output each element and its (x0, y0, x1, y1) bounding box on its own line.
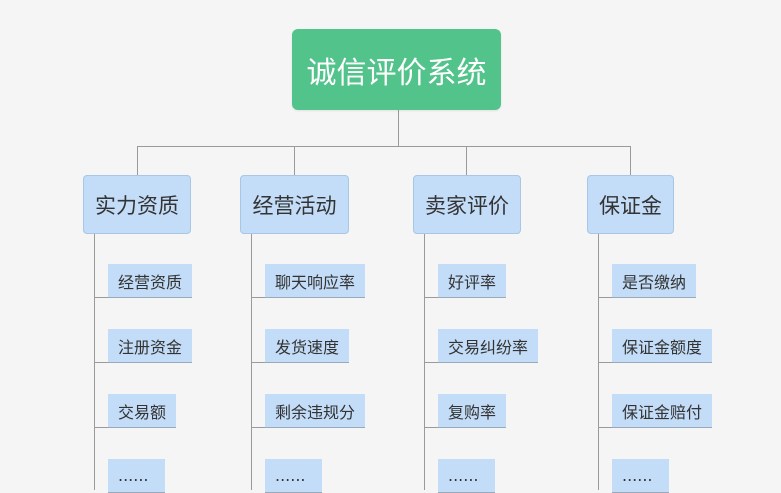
item-tick (94, 427, 108, 428)
item-tick (598, 362, 612, 363)
item-dispute-rate[interactable]: 交易纠纷率 (438, 329, 539, 363)
item-tick (598, 427, 612, 428)
branch-connector-1 (137, 146, 138, 175)
item-tick (251, 362, 265, 363)
item-business-qualification[interactable]: 经营资质 (108, 264, 193, 298)
category-node-operations[interactable]: 经营活动 (240, 175, 349, 234)
item-tick (251, 297, 265, 298)
item-more[interactable]: ...... (612, 459, 669, 493)
item-positive-rating[interactable]: 好评率 (438, 264, 507, 298)
branch-connector-4 (630, 146, 631, 175)
root-connector (398, 110, 399, 147)
root-node[interactable]: 诚信评价系统 (292, 29, 501, 110)
item-repurchase-rate[interactable]: 复购率 (438, 394, 507, 428)
item-tick (424, 297, 438, 298)
item-remaining-violation-points[interactable]: 剩余违规分 (265, 394, 366, 428)
category-node-seller-rating[interactable]: 卖家评价 (413, 175, 521, 234)
item-tick (251, 427, 265, 428)
item-deposit-paid[interactable]: 是否缴纳 (612, 264, 697, 298)
item-deposit-compensation[interactable]: 保证金赔付 (612, 394, 713, 428)
category-node-deposit[interactable]: 保证金 (587, 175, 674, 234)
item-tick (598, 297, 612, 298)
item-more[interactable]: ...... (108, 459, 165, 493)
category-node-strength[interactable]: 实力资质 (83, 175, 191, 234)
item-transaction-volume[interactable]: 交易额 (108, 394, 177, 428)
item-tick (94, 297, 108, 298)
item-tick (424, 427, 438, 428)
item-shipping-speed[interactable]: 发货速度 (265, 329, 350, 363)
item-more[interactable]: ...... (265, 459, 322, 493)
item-tick (94, 362, 108, 363)
branch-connector-3 (466, 146, 467, 175)
branch-bar (137, 146, 631, 147)
branch-connector-2 (294, 146, 295, 175)
item-chat-response-rate[interactable]: 聊天响应率 (265, 264, 366, 298)
item-deposit-amount[interactable]: 保证金额度 (612, 329, 713, 363)
item-registered-capital[interactable]: 注册资金 (108, 329, 193, 363)
item-more[interactable]: ...... (438, 459, 495, 493)
item-tick (424, 362, 438, 363)
